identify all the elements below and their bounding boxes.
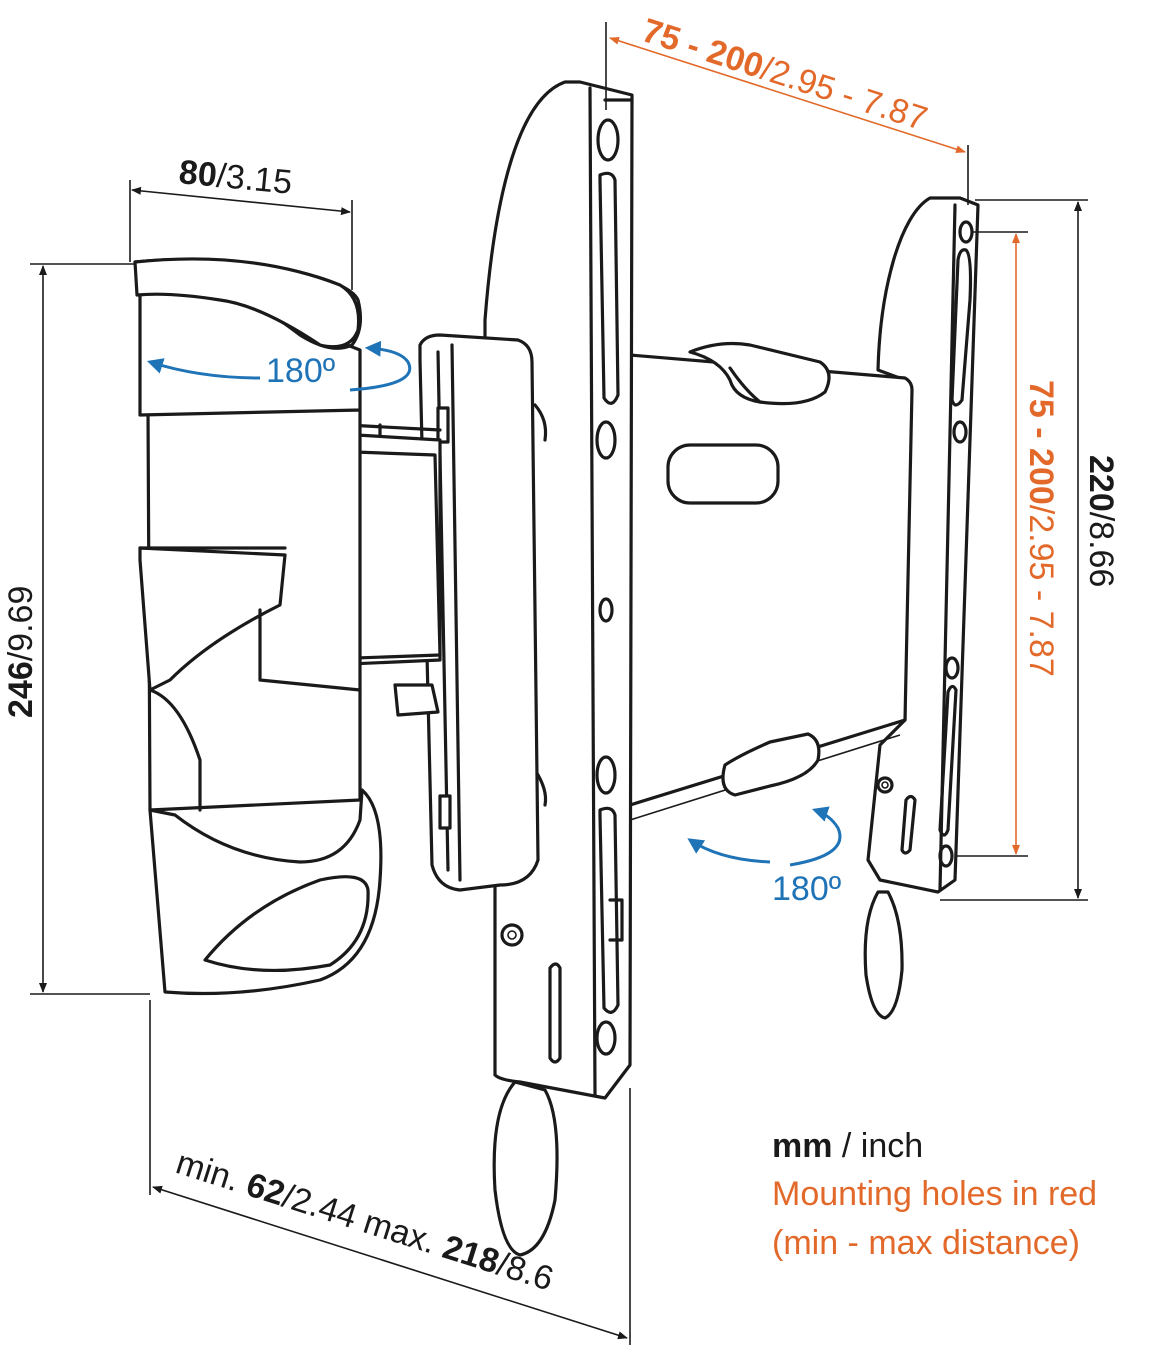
label-rotation-bottom: 180º xyxy=(772,870,841,908)
crossbar xyxy=(628,341,914,821)
rotation-arrow-top-left xyxy=(146,358,261,380)
label-height-left: 246/9.69 xyxy=(2,586,40,718)
rotation-arrow-bottom-left xyxy=(687,838,771,864)
dimension-lines xyxy=(30,22,1088,1345)
rotation-arrow-top-right xyxy=(349,340,412,392)
right-vesa-bracket xyxy=(863,196,980,1020)
label-height-right: 220/8.66 xyxy=(1082,455,1120,587)
label-top-width: 75 - 200/2.95 - 7.87 xyxy=(638,11,932,138)
tilt-plate xyxy=(418,333,540,892)
label-right-vert: 75 - 200/2.95 - 7.87 xyxy=(1022,380,1060,677)
label-rotation-top: 180º xyxy=(266,352,335,390)
swivel-arm xyxy=(133,257,442,996)
legend-units: mm / inch xyxy=(772,1127,923,1165)
dim-depth-line xyxy=(152,1185,628,1340)
legend-note-line2: (min - max distance) xyxy=(772,1224,1080,1262)
dim-arm-width-line xyxy=(131,186,351,216)
legend-note-line1: Mounting holes in red xyxy=(772,1175,1097,1213)
mount-drawing xyxy=(133,80,980,1257)
rotation-arrow-bottom-right xyxy=(789,806,842,867)
dimension-labels: 75 - 200/2.95 - 7.87 80/3.15 246/9.69 75… xyxy=(2,11,1120,1298)
label-arm-width: 80/3.15 xyxy=(177,153,294,202)
legend: mm / inch Mounting holes in red (min - m… xyxy=(772,1127,1097,1262)
dim-top-width-line xyxy=(609,36,966,154)
